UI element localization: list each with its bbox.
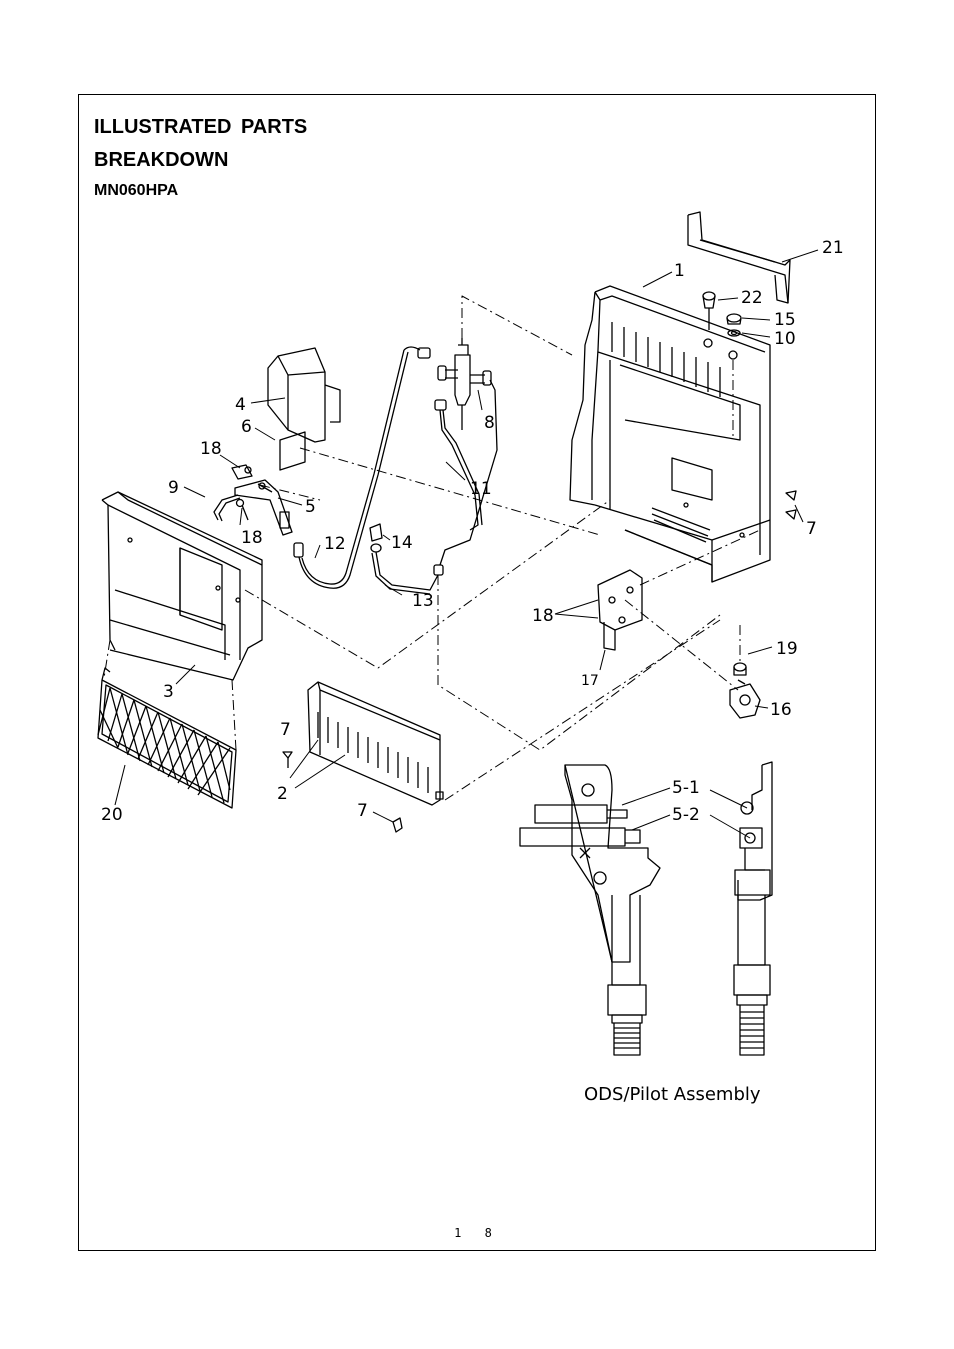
callout-21: 21	[822, 238, 844, 258]
part-20-grill	[97, 667, 237, 809]
part-22-knob	[702, 291, 716, 330]
callout-17: 17	[581, 673, 599, 689]
callout-18-mid: 18	[241, 528, 263, 548]
callout-13: 13	[412, 591, 434, 611]
callout-4: 4	[235, 395, 246, 415]
part-3-burner-box	[101, 491, 263, 681]
callout-10: 10	[774, 329, 796, 349]
part-2-front-panel	[307, 681, 444, 806]
part-18-screw-mid	[235, 498, 249, 521]
callout-19: 19	[776, 639, 798, 659]
part-16-regulator	[729, 662, 761, 719]
model-number: MN060HPA	[94, 182, 179, 199]
callout-6: 6	[241, 417, 252, 437]
part-14-fitting	[369, 523, 383, 553]
part-1-cabinet	[569, 285, 771, 583]
callout-14: 14	[391, 533, 413, 553]
page-title-line2: BREAKDOWN	[94, 149, 229, 171]
part-13-tube	[371, 551, 439, 595]
part-17-bracket	[597, 569, 643, 651]
callout-18-bracket: 18	[532, 606, 554, 626]
page-border	[78, 94, 876, 1251]
part-4-bracket	[267, 347, 341, 471]
callout-7-left: 7	[280, 720, 291, 740]
callout-9: 9	[168, 478, 179, 498]
callout-8: 8	[484, 413, 495, 433]
page-title: ILLUSTRATED PARTS	[94, 116, 308, 138]
callout-labels: 21 1 22 15 10 4 6 18 8 9 11 5 18 12 14 7…	[101, 238, 844, 1105]
inset-caption: ODS/Pilot Assembly	[584, 1084, 761, 1105]
part-9-thermocouple-wire	[213, 494, 241, 522]
callout-3: 3	[163, 682, 174, 702]
part-12-tube	[293, 346, 431, 589]
part-15-cap	[726, 313, 742, 325]
callout-7-bottom: 7	[357, 801, 368, 821]
part-21-hood	[687, 211, 791, 304]
callout-7-right: 7	[806, 519, 817, 539]
part-8-tee	[437, 338, 492, 430]
part-10-nut	[727, 329, 741, 337]
ods-pilot-assembly-left	[519, 764, 661, 1056]
part-11-tube	[433, 379, 498, 576]
callout-2: 2	[277, 784, 288, 804]
callout-16: 16	[770, 700, 792, 720]
callout-15: 15	[774, 310, 796, 330]
callout-5-1: 5-1	[672, 778, 700, 798]
callout-5: 5	[305, 497, 316, 517]
callout-12: 12	[324, 534, 346, 554]
page-number: 1 8	[454, 1226, 500, 1240]
callout-1: 1	[674, 261, 685, 281]
callout-18-top: 18	[200, 439, 222, 459]
part-18-screw-top	[231, 464, 253, 480]
ods-pilot-assembly-right	[733, 761, 773, 1056]
part-7-screws	[282, 490, 797, 833]
callout-11: 11	[470, 479, 492, 499]
callout-20: 20	[101, 805, 123, 825]
callout-5-2: 5-2	[672, 805, 700, 825]
callout-22: 22	[741, 288, 763, 308]
